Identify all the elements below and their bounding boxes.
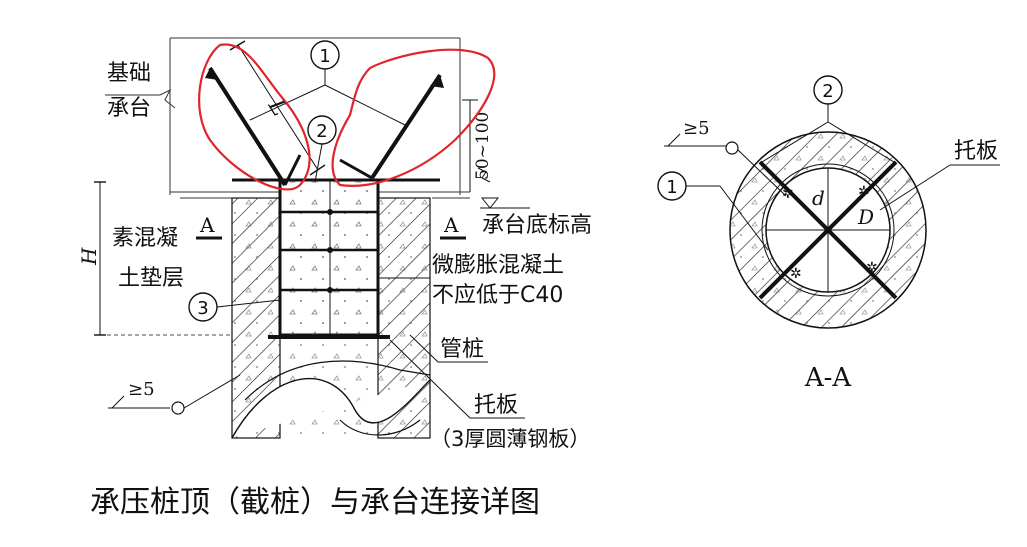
dim-d: d	[812, 186, 825, 210]
label-concrete-2: 不应低于C40	[432, 283, 563, 308]
label-cap-bottom: 承台底标高	[482, 213, 592, 238]
label-pipe-pile: 管桩	[440, 337, 484, 362]
callout-2-right: 2	[822, 81, 833, 102]
label-cap-1: 基础	[107, 61, 151, 86]
label-plate-right: 托板	[954, 139, 998, 164]
svg-text:✲: ✲	[858, 184, 870, 200]
svg-text:✲: ✲	[790, 266, 802, 282]
section-mark-left: A	[199, 213, 215, 237]
pile-detail: L 1 2 3 50~100 H 基础 承台 素混凝 土垫层 A	[77, 37, 592, 451]
label-bed-2: 土垫层	[118, 266, 184, 291]
callout-1-top: 1	[319, 46, 330, 67]
label-bed-1: 素混凝	[112, 226, 178, 251]
callout-2-left: 2	[316, 121, 327, 142]
svg-text:✲: ✲	[866, 260, 878, 276]
section-title: A-A	[804, 363, 853, 393]
dim-50-100: 50~100	[473, 112, 493, 180]
section-aa: d D ✲ ✲ ✲ ✲ 2 1 ≥5 托板 A-A	[657, 75, 1000, 393]
weld-left: ≥5	[128, 379, 155, 400]
section-mark-right: A	[443, 213, 459, 237]
label-cap-2: 承台	[107, 96, 151, 121]
callout-3: 3	[197, 298, 208, 319]
dim-D: D	[857, 205, 874, 229]
red-markup	[198, 43, 496, 191]
callout-1-right: 1	[666, 177, 677, 198]
dim-H: H	[77, 247, 101, 266]
drawing-title: 承压桩顶（截桩）与承台连接详图	[90, 485, 540, 520]
label-concrete-1: 微膨胀混凝土	[432, 253, 564, 278]
svg-text:✲: ✲	[782, 186, 794, 202]
label-plate: 托板	[474, 393, 518, 418]
label-plate-spec: （3厚圆薄钢板）	[430, 427, 590, 451]
weld-right: ≥5	[683, 118, 710, 139]
